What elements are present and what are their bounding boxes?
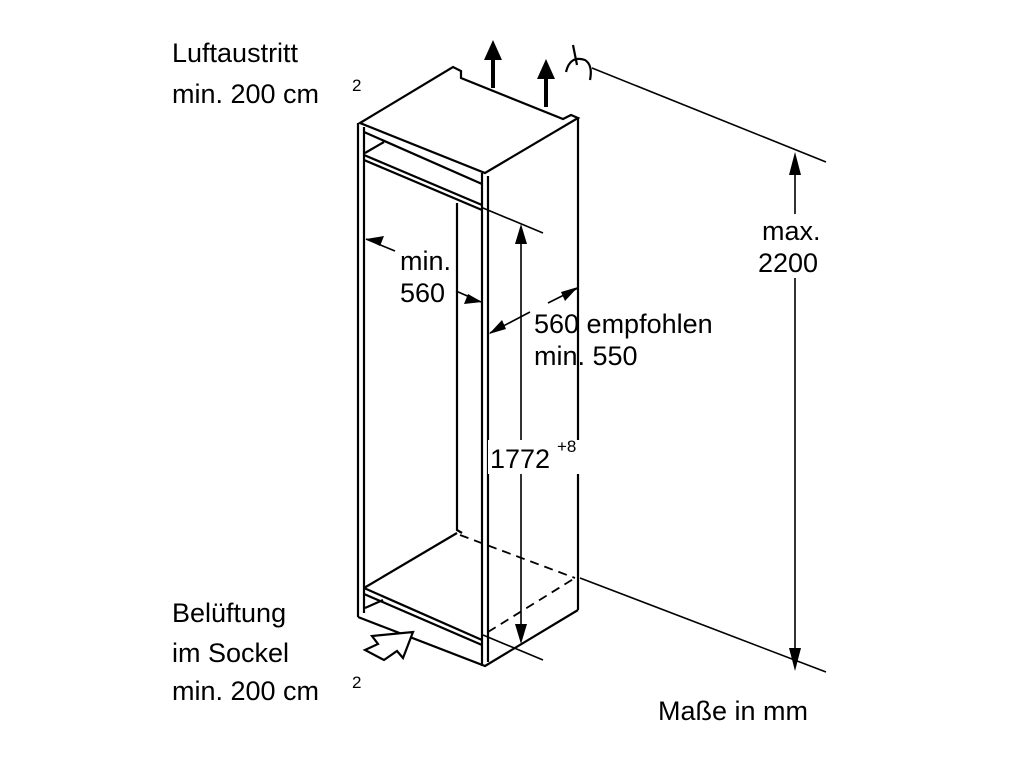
width-min-label: min. (400, 246, 451, 276)
air-outlet-value: min. 200 cm (172, 79, 319, 109)
plinth-vent-sup: 2 (352, 673, 361, 692)
units-note: Maße in mm (658, 696, 808, 726)
niche-height: 1772 (490, 444, 550, 474)
plinth-vent-arrow (362, 630, 415, 662)
plinth-vent-line2: im Sockel (172, 638, 289, 668)
pivot-symbol (564, 44, 592, 81)
air-outlet-arrows (484, 40, 555, 107)
height-label-bg (488, 440, 586, 474)
plinth-vent-value: min. 200 cm (172, 676, 319, 706)
plinth-vent-line1: Belüftung (172, 598, 286, 628)
dimension-lines (365, 67, 827, 673)
width-value: 560 (400, 278, 445, 308)
max-height-value: 2200 (758, 248, 818, 278)
max-height-label-bg (755, 214, 835, 278)
max-height-label: max. (762, 216, 821, 246)
depth-min: min. 550 (534, 341, 638, 371)
niche-height-tolerance: +8 (557, 437, 576, 456)
cabinet-niche (356, 65, 581, 668)
air-outlet-title: Luftaustritt (172, 38, 299, 68)
air-outlet-sup: 2 (352, 76, 361, 95)
depth-recommended: 560 empfohlen (534, 309, 713, 339)
